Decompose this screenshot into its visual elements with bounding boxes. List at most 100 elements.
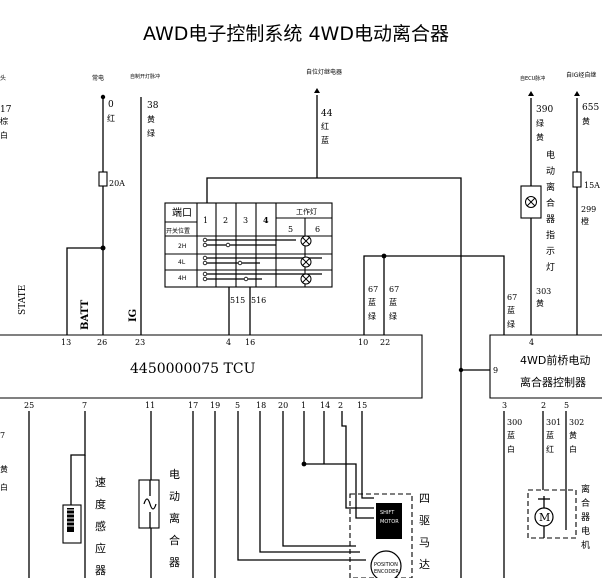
svg-text:POSITION: POSITION <box>374 562 398 568</box>
switch-mode-label: 开关位置 <box>166 227 190 235</box>
svg-text:合: 合 <box>169 533 180 547</box>
speed-sensor-label: 速 度 感 应 器 <box>95 476 106 577</box>
diagram-title: AWD电子控制系统 4WD电动离合器 <box>143 23 449 45</box>
controller-line-2: 离合器控制器 <box>520 375 586 389</box>
lamp-icon-2h <box>300 235 312 247</box>
clutch-motor-label: 离 合 器 电 机 <box>581 483 590 551</box>
wire-number-17: 17 <box>0 105 12 115</box>
svg-text:MOTOR: MOTOR <box>380 519 399 525</box>
tcu-pin-20: 20 <box>278 401 288 410</box>
source-label-ecu: 自ECU脉冲 <box>520 75 545 82</box>
svg-text:合: 合 <box>581 497 590 509</box>
svg-text:黄: 黄 <box>147 114 155 124</box>
tcu-pin-26: 26 <box>97 338 107 347</box>
tcu-pin-4: 4 <box>226 338 231 347</box>
svg-text:蓝: 蓝 <box>546 430 554 440</box>
wire-color-67b: 蓝 绿 <box>389 297 397 321</box>
svg-text:驱: 驱 <box>419 514 430 527</box>
svg-text:动: 动 <box>546 166 555 177</box>
switch-port-label: 端口 <box>172 206 192 219</box>
wire-color-301: 蓝 红 <box>546 430 554 454</box>
wire-number-515: 515 <box>230 296 245 305</box>
wire-color-67c: 蓝 绿 <box>507 305 515 329</box>
wire-number-67c: 67 <box>507 293 517 302</box>
wire-color-299: 橙 <box>581 216 589 226</box>
fuse-20a <box>98 171 108 187</box>
switch-row-2h: 2H <box>178 243 186 250</box>
svg-text:指: 指 <box>546 229 555 241</box>
wire-number-302: 302 <box>569 418 584 427</box>
clutch-motor: M <box>527 489 577 539</box>
controller-pin-9: 9 <box>493 366 498 375</box>
tcu-pin-16: 16 <box>245 338 255 347</box>
tcu-pin-14: 14 <box>320 401 330 410</box>
wire-number-516: 516 <box>251 296 266 305</box>
tcu-pin-15: 15 <box>357 401 367 410</box>
wire-color-0: 红 <box>107 113 115 123</box>
svg-text:棕: 棕 <box>0 116 8 126</box>
tcu-pin-5: 5 <box>235 401 240 410</box>
svg-text:动: 动 <box>169 490 180 503</box>
switch-row-4l: 4L <box>178 259 186 266</box>
svg-text:电: 电 <box>169 468 180 481</box>
switch-row-4h: 4H <box>178 275 186 282</box>
svg-text:器: 器 <box>95 564 106 577</box>
wire-number-38: 38 <box>147 101 159 111</box>
svg-text:黄: 黄 <box>0 464 8 474</box>
svg-text:黄: 黄 <box>569 430 577 440</box>
switch-col-3: 3 <box>243 216 248 225</box>
drive-motor-assembly: SHIFT MOTOR POSITION ENCODER <box>349 493 413 578</box>
svg-text:绿: 绿 <box>536 119 544 128</box>
wire-number-67b: 67 <box>389 285 399 294</box>
tcu-pin-13: 13 <box>61 338 71 347</box>
tcu-pin-18: 18 <box>256 401 266 410</box>
switch-lamp-label: 工作灯 <box>296 207 317 216</box>
wire-number-299: 299 <box>581 205 596 214</box>
tcu-pin-19: 19 <box>210 401 220 410</box>
switch-col-4: 4 <box>263 215 269 225</box>
mode-switch-table: 端口 开关位置 工作灯 1 2 3 4 5 6 2H 4L 4H <box>164 202 333 288</box>
drive-motor-label: 四 驱 马 达 <box>419 492 430 571</box>
tcu-pin-7: 7 <box>82 401 87 410</box>
fuse-15a <box>572 171 582 188</box>
clutch-label: 电 动 离 合 器 <box>169 468 180 569</box>
controller-line-1: 4WD前桥电动 <box>520 353 590 367</box>
svg-text:M: M <box>539 511 550 524</box>
svg-text:离: 离 <box>581 483 590 495</box>
svg-text:度: 度 <box>95 497 106 511</box>
svg-text:器: 器 <box>169 556 180 569</box>
svg-text:绿: 绿 <box>368 312 376 321</box>
svg-text:白: 白 <box>0 130 8 140</box>
clutch-controller: 4WD前桥电动 离合器控制器 4 9 3 2 5 <box>489 334 602 410</box>
wire-color-302: 黄 白 <box>569 430 577 454</box>
svg-text:绿: 绿 <box>147 129 155 138</box>
junction-motor-feed <box>301 461 307 467</box>
switch-col-6: 6 <box>315 225 320 234</box>
wire-number-390: 390 <box>536 105 553 115</box>
svg-text:蓝: 蓝 <box>389 297 397 307</box>
svg-text:SHIFT: SHIFT <box>380 510 395 516</box>
wire-number-0: 0 <box>108 100 114 110</box>
wire-color-655: 黄 <box>582 116 590 126</box>
wire-color-67a: 蓝 绿 <box>368 297 376 321</box>
svg-text:示: 示 <box>546 247 555 257</box>
controller-pin-5: 5 <box>564 401 569 410</box>
svg-text:达: 达 <box>419 558 430 571</box>
fuse-label-15a: 15A <box>584 181 600 190</box>
wire-number-7-left: 7 <box>0 431 5 440</box>
controller-pin-2: 2 <box>541 401 546 410</box>
tcu-pin-23: 23 <box>135 338 145 347</box>
wire-number-44: 44 <box>321 109 333 119</box>
left-cut-label: STATE <box>18 285 28 315</box>
tcu-pin-11: 11 <box>145 401 155 410</box>
batt-label: BATT <box>80 299 91 330</box>
svg-text:ENCODER: ENCODER <box>374 569 399 575</box>
svg-text:黄: 黄 <box>536 132 544 142</box>
tcu-module: 4450000075 TCU 13 26 23 4 16 10 22 25 7 … <box>0 334 423 410</box>
wire-color-390: 绿 黄 <box>536 119 544 142</box>
svg-text:马: 马 <box>419 536 430 549</box>
source-label-battery: 常电 <box>92 74 104 82</box>
source-label-left: 头 <box>0 74 6 82</box>
indicator-label: 电 动 离 合 器 指 示 灯 <box>546 149 555 273</box>
svg-text:离: 离 <box>546 181 555 193</box>
